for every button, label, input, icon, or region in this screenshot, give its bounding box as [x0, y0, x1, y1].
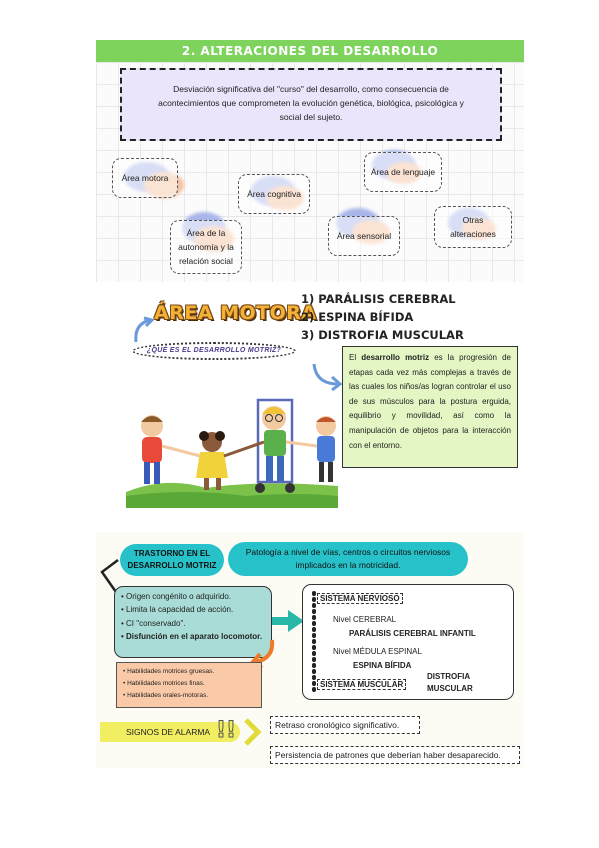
arrow-right-icon	[272, 610, 304, 632]
desarrollo-motriz-definition: El desarrollo motriz es la progresión de…	[342, 346, 518, 468]
motor-item: 1) PARÁLISIS CEREBRAL	[301, 292, 456, 306]
distrofia-muscular: DISTROFIA MUSCULAR	[427, 672, 473, 693]
area-motora-title: ÁREA MOTORA	[154, 302, 317, 324]
area-motora: Área motora	[112, 158, 178, 198]
bracket-icon	[100, 559, 119, 593]
area-sensorial: Área sensorial	[328, 216, 400, 256]
section-title: 2. ALTERACIONES DEL DESARROLLO	[96, 40, 524, 62]
chevron-right-icon	[244, 718, 262, 746]
habilidad-text: Habilidades motrices gruesas.	[127, 668, 215, 675]
sistema-nervioso: SISTEMA NERVIOSO	[317, 593, 403, 604]
patologia-description: Patología a nivel de vías, centros o cir…	[228, 542, 468, 576]
habilidad-text: Habilidades motrices finas.	[127, 680, 205, 687]
features-list: • Origen congénito o adquirido. • Limita…	[114, 586, 272, 658]
alarma-item: Persistencia de patrones que deberían ha…	[270, 746, 520, 764]
curved-arrow-icon	[134, 316, 154, 343]
area-otras: Otras alteraciones	[434, 206, 512, 248]
dotted-line	[312, 591, 316, 695]
feature-item: • Origen congénito o adquirido.	[121, 592, 231, 601]
feature-text: Limita la capacidad de acción.	[126, 605, 234, 615]
motor-item: 3) DISTROFIA MUSCULAR	[301, 328, 464, 342]
feature-text: Origen congénito o adquirido.	[126, 592, 231, 601]
nivel-medula: Nivel MÉDULA ESPINAL	[333, 647, 422, 656]
espina-bifida: ESPINA BÍFIDA	[353, 661, 412, 670]
habilidades-list: • Habilidades motrices gruesas. • Habili…	[116, 662, 262, 708]
alarma-item: Retraso cronológico significativo.	[270, 716, 420, 734]
habilidad-text: Habilidades orales-motoras.	[127, 692, 209, 699]
alteraciones-definition: Desviación significativa del "curso" del…	[120, 68, 502, 141]
paralisis-cerebral-infantil: PARÁLISIS CEREBRAL INFANTIL	[349, 629, 476, 638]
motor-item: 2) ESPINA BÍFIDA	[301, 310, 414, 324]
area-lenguaje: Área de lenguaje	[364, 152, 442, 192]
sistema-muscular: SISTEMA MUSCULAR	[317, 679, 407, 690]
habilidad-item: • Habilidades orales-motoras.	[123, 692, 209, 699]
alteraciones-section: 2. ALTERACIONES DEL DESARROLLO Desviació…	[96, 40, 524, 282]
feature-text: Disfunción en el aparato locomotor.	[126, 632, 263, 642]
trastorno-label: TRASTORNO EN EL DESARROLLO MOTRIZ	[120, 544, 224, 576]
children-illustration	[126, 398, 338, 508]
curved-arrow-icon	[312, 363, 343, 392]
exclamation-icon: !!	[215, 718, 237, 744]
area-motora-section: ÁREA MOTORA 1) PARÁLISIS CEREBRAL 2) ESP…	[126, 288, 524, 508]
definition-bold-term: desarrollo motriz	[361, 353, 430, 362]
habilidad-item: • Habilidades motrices finas.	[123, 680, 205, 687]
question-label: ¿QUÉ ES EL DESARROLLO MOTRIZ?	[132, 342, 296, 360]
nivel-cerebral: Nivel CEREBRAL	[333, 615, 397, 624]
feature-text: CI "conservado".	[126, 618, 186, 628]
signos-alarma-label: SIGNOS DE ALARMA	[100, 722, 240, 742]
area-cognitiva: Área cognitiva	[238, 174, 310, 214]
habilidad-item: • Habilidades motrices gruesas.	[123, 668, 215, 675]
feature-item: • Disfunción en el aparato locomotor.	[121, 632, 263, 642]
area-autonomia: Área de la autonomía y la relación socia…	[170, 220, 242, 274]
feature-item: • Limita la capacidad de acción.	[121, 605, 234, 615]
definition-prefix: El	[349, 353, 362, 362]
definition-body: es la progresión de etapas cada vez más …	[349, 353, 511, 450]
feature-item: • CI "conservado".	[121, 618, 186, 628]
systems-box: SISTEMA NERVIOSO Nivel CEREBRAL PARÁLISI…	[302, 584, 514, 700]
trastorno-section: Patología a nivel de vías, centros o cir…	[96, 532, 524, 768]
